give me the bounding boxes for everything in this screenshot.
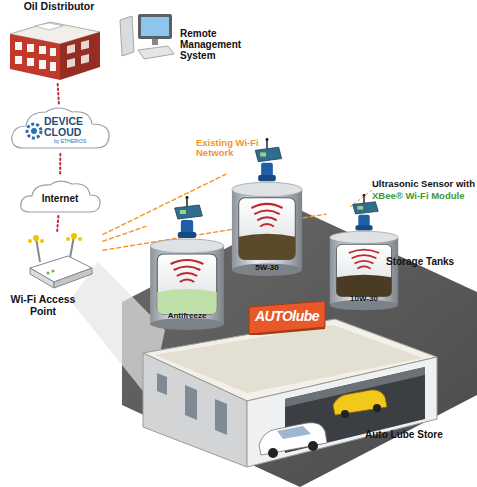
sensor-label: Ultrasonic Sensor with [372,179,477,189]
storage-tank-shape [228,138,306,278]
wifi-access-point-shape [8,232,103,292]
node-label: Auto Lube Store [365,429,455,440]
node-label: by ETHERIOS [54,139,104,145]
node-label: Remote Management System [180,28,270,61]
node-label: AUTOlube [251,309,323,324]
store-sign: AUTOlube [247,301,327,335]
storage-tank: Antifreeze [146,196,228,332]
management-computer-shape [118,12,176,62]
node-label: Antifreeze [146,312,228,321]
node-label: DEVICE CLOUD [44,116,92,137]
distributor-building: Oil Distributor [5,0,105,84]
node-label: Oil Distributor [13,1,105,13]
network-link [57,216,58,232]
node-label: 10W-30 [326,295,402,304]
distributor-building-shape [5,14,105,82]
wifi-access-point: Wi-Fi Access Point [8,232,103,324]
node-label: 5W-30 [228,264,306,273]
network-link [58,84,59,104]
network-link [103,173,228,234]
device-cloud: DEVICE CLOUD by ETHERIOS [8,104,113,154]
module-label: XBee® Wi-Fi Module [372,191,477,201]
storage-tank: 10W-30 [326,194,402,312]
node-label: Internet [18,193,102,204]
network-link [59,154,61,176]
network-link [103,226,146,241]
internet-cloud: Internet [18,176,102,216]
network-label: Existing Wi-Fi Network [196,138,274,159]
storage-tank: 5W-30 [228,138,306,278]
node-label: Wi-Fi Access Point [8,294,78,317]
tanks-label: Storage Tanks [386,256,476,267]
management-computer: Remote Management System [118,12,270,64]
